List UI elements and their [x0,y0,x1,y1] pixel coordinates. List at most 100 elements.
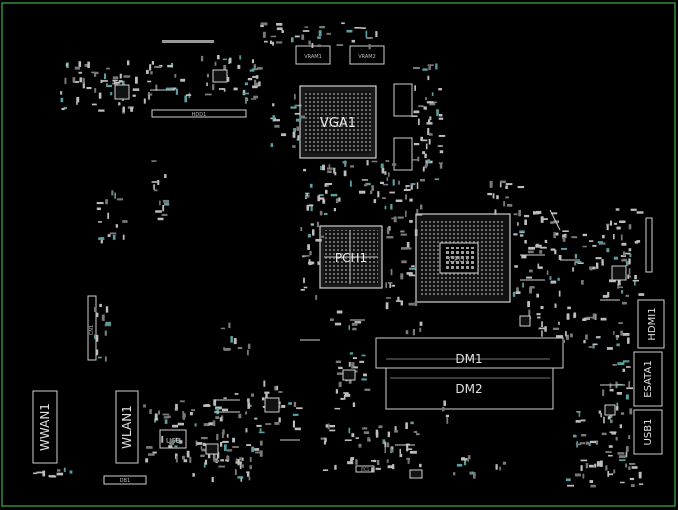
wwan-slot[interactable]: WWAN1 [32,390,58,464]
smd-part [294,94,296,100]
smd-part [625,252,631,255]
smd-part [76,97,80,103]
smd-part [355,459,358,465]
smd-part [380,163,384,168]
left-connector[interactable]: CN1 [87,295,97,361]
smd-part [182,411,185,418]
vram-chip-1[interactable]: VRAM1 [295,45,331,65]
smd-part [310,223,314,226]
smd-part [290,106,297,109]
smd-part [400,233,407,236]
smd-part [628,268,631,275]
bottom-connector[interactable]: JTC1 [355,465,375,473]
smd-part [630,208,637,211]
smd-part [330,318,334,322]
smd-part [590,484,596,488]
smd-part [110,92,113,96]
smd-part [583,317,591,320]
smd-part [180,78,186,82]
smd-part [207,453,211,459]
smd-part [529,269,533,273]
smd-part [311,43,314,48]
usb-port[interactable]: USB1 [633,409,663,455]
smd-part [353,366,358,369]
u69-chip[interactable]: U69 [159,429,187,449]
smd-part [566,334,569,340]
smd-part [405,210,407,217]
smd-part [507,204,513,207]
smd-part [517,186,525,189]
smd-part [537,263,540,269]
smd-part [358,443,362,448]
smd-part [609,279,616,283]
hdd-connector[interactable]: HDD1 [151,40,247,118]
smd-part [201,448,209,452]
esata-port[interactable]: ESATA1 [633,351,663,407]
smd-part [378,425,383,429]
dimm-slot-1[interactable]: DM1 [375,337,564,369]
smd-part [335,198,339,203]
smd-part [408,274,416,277]
smd-part [211,476,214,483]
smd-part [328,425,335,428]
smd-part [229,57,232,64]
smd-part [616,336,619,340]
smd-part [596,336,601,338]
smd-part [264,391,270,394]
smd-part [179,400,185,403]
smd-part [437,145,443,147]
smd-part [149,409,152,414]
smd-part [621,258,628,262]
smd-part [410,183,413,190]
smd-part [416,433,420,436]
smd-part [317,195,321,202]
db1-connector[interactable]: DB1 [103,475,147,485]
smd-part [609,419,613,424]
smd-part [427,75,430,81]
smd-part [426,122,433,125]
smd-part [629,477,635,481]
smd-part [272,103,275,107]
smd-part [592,343,598,346]
smd-part [149,64,152,71]
smd-part [122,106,125,112]
smd-part [235,461,243,464]
smd-part [359,360,365,363]
smd-part [505,196,509,199]
smd-part [406,242,410,248]
hdmi-port[interactable]: HDMI1 [637,299,665,349]
smd-part [512,291,516,297]
smd-part [91,71,96,74]
smd-part [394,430,398,433]
smd-part [169,441,172,445]
vga-chip[interactable]: VGA1 [299,85,377,159]
vram-chip-4[interactable] [393,137,413,171]
smd-part [406,444,409,452]
wlan-slot[interactable]: WLAN1 [115,390,139,464]
smd-part [157,180,160,185]
smd-part [107,234,111,237]
smd-part [151,61,154,65]
vram-chip-3[interactable] [393,83,413,117]
dimm-slot-2[interactable]: DM2 [385,367,554,410]
smd-part [384,441,386,448]
smd-part [174,445,178,448]
small-ic [114,84,130,100]
smd-part [585,334,588,340]
smd-part [627,337,630,344]
smd-part [399,448,401,454]
dimm-label-2: DM2 [455,382,482,396]
pch-chip[interactable]: PCH1 [319,225,383,289]
vram-chip-2[interactable]: VRAM2 [349,45,385,65]
smd-part [499,181,502,188]
smd-part [598,410,602,414]
right-edge-connector[interactable] [645,217,653,273]
smd-part [384,205,387,210]
smd-part [429,116,432,120]
smd-part [216,408,219,415]
smd-part [109,232,117,235]
cpu-socket[interactable]: CPU1 [415,213,511,303]
smd-part [519,234,524,237]
smd-part [303,286,308,289]
